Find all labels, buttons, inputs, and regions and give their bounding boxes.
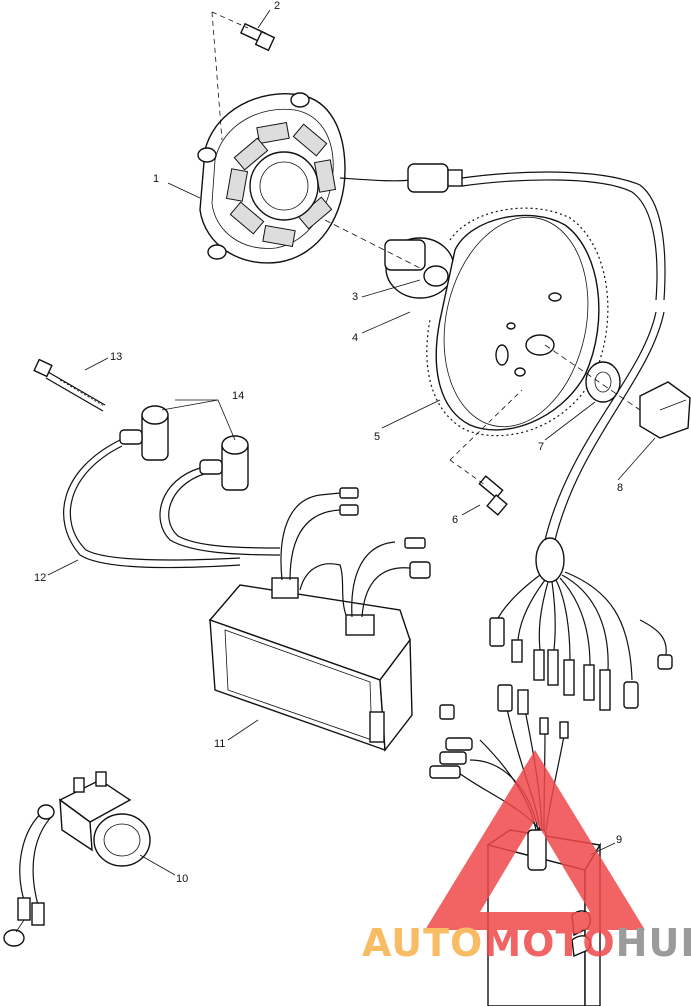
callout-7: 7 (538, 441, 544, 453)
callout-3: 3 (352, 291, 358, 303)
leader-lines (47, 9, 656, 876)
stator-lead (339, 163, 666, 301)
automotohub-watermark: AUTOMOTOHUB (362, 750, 691, 965)
stator-assembly (197, 92, 346, 264)
callout-5: 5 (374, 431, 380, 443)
callout-6: 6 (452, 514, 458, 526)
svg-text:AUTOMOTOHUB: AUTOMOTOHUB (362, 921, 691, 965)
callout-11: 11 (214, 738, 225, 750)
callout-1: 1 (153, 173, 159, 185)
watermark-text-auto: AUTO (362, 921, 483, 965)
spark-plug-caps (119, 399, 249, 491)
flywheel-bolt (449, 389, 523, 516)
cdi-module (208, 487, 431, 752)
stator-coils (225, 121, 337, 248)
callout-4: 4 (352, 332, 358, 344)
callout-2: 2 (274, 0, 280, 12)
watermark-text-moto: MOTO (483, 921, 615, 965)
flywheel-washer (585, 361, 621, 403)
coil-mount-bolt (33, 358, 106, 412)
callout-10: 10 (176, 873, 188, 885)
callout-8: 8 (617, 482, 623, 494)
watermark-text-hub: HUB (616, 921, 691, 965)
wiring-harness (489, 311, 673, 711)
flywheel (426, 207, 609, 437)
flywheel-nut (544, 344, 691, 439)
high-tension-leads (63, 439, 281, 569)
callout-14: 14 (232, 390, 244, 402)
starter-relay (3, 771, 151, 947)
callout-13: 13 (110, 351, 122, 363)
callout-9: 9 (616, 834, 622, 846)
watermark-triangle-logo (425, 750, 645, 930)
stator-screw (211, 11, 276, 141)
callout-labels: 1 2 3 4 5 6 7 8 9 10 11 12 13 14 (34, 0, 623, 885)
callout-12: 12 (34, 572, 46, 584)
flywheel-key (324, 219, 455, 299)
